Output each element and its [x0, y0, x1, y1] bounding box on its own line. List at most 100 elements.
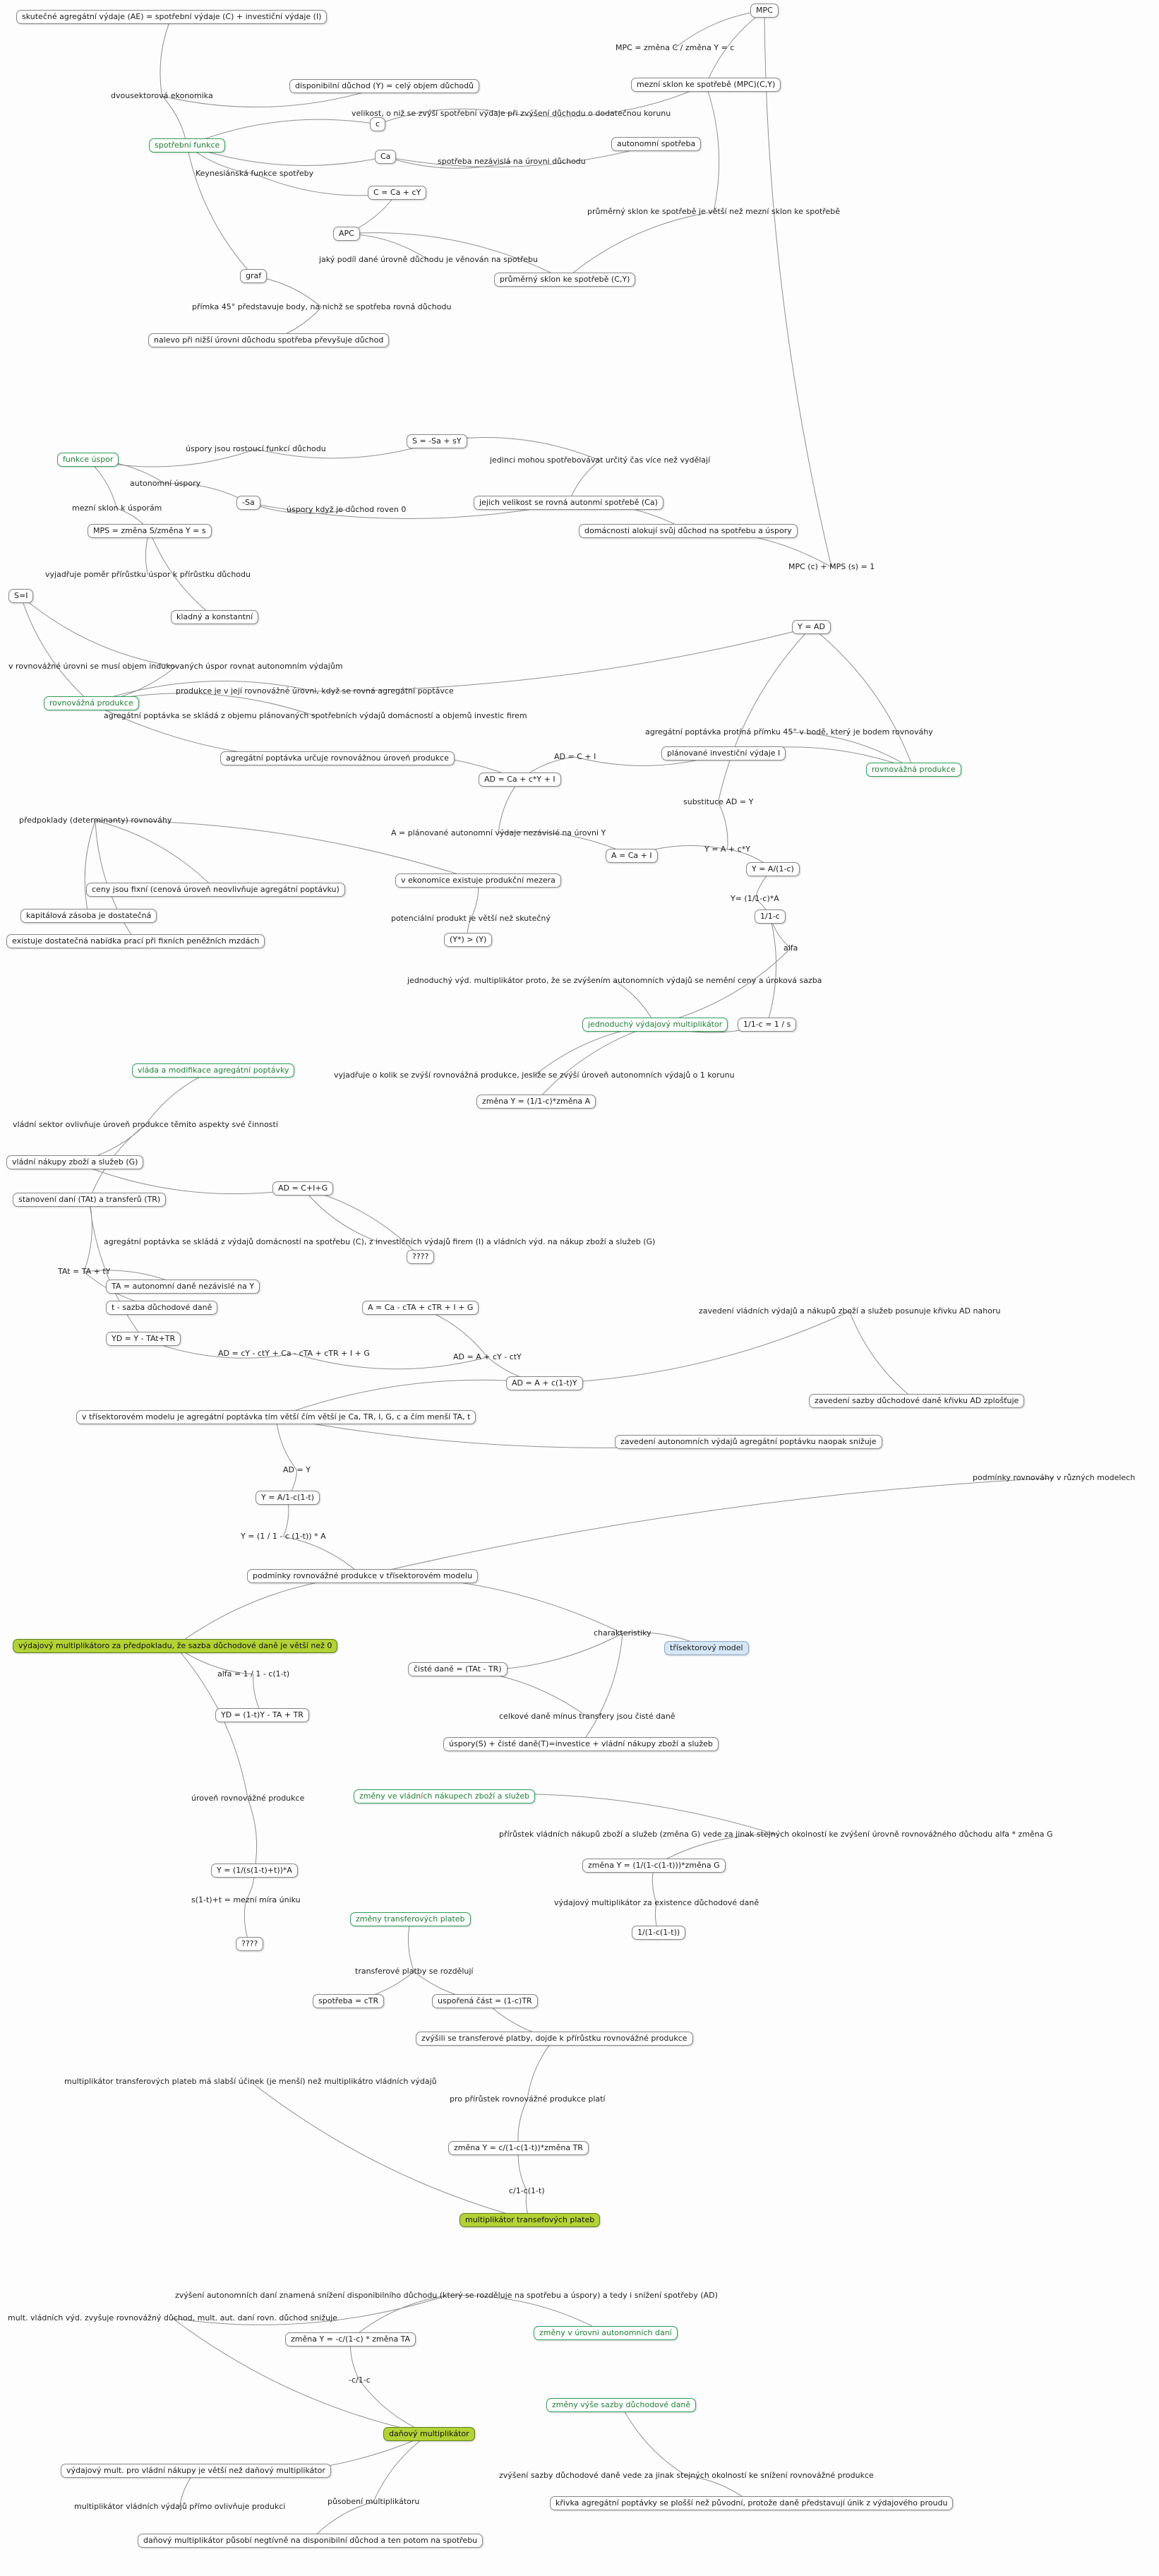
node-aCacTA[interactable]: A = Ca - cTA + cTR + I + G — [362, 1301, 479, 1315]
node-multiplikatorSlabsi[interactable]: multiplikátor transferových plateb má sl… — [64, 2077, 437, 2086]
node-spotrebniFunkce[interactable]: spotřební funkce — [149, 138, 226, 153]
node-rovnovaznaProdukce2[interactable]: rovnovážná produkce — [866, 763, 961, 777]
node-urovenRovnovazne[interactable]: úroveň rovnovážné produkce — [191, 1794, 305, 1803]
node-question1[interactable]: ???? — [407, 1250, 435, 1264]
node-adCI[interactable]: AD = C + I — [554, 752, 596, 761]
node-agregatniSklada3[interactable]: agregátní poptávka se skládá z výdajů do… — [104, 1237, 656, 1246]
node-danovyNegativne[interactable]: daňový multiplikátor působí negtívně na … — [138, 2534, 484, 2548]
node-prirustekVladnich[interactable]: přírůstek vládních nákupů zboží a služeb… — [499, 1830, 1053, 1839]
node-jakyPodil[interactable]: jaký podíl dané úrovně důchodu je věnová… — [319, 255, 538, 264]
node-cenyFixni[interactable]: ceny jsou fixní (cenová úroveň neovlivňu… — [86, 883, 345, 897]
node-sI[interactable]: S=I — [8, 589, 34, 603]
node-c[interactable]: c — [370, 117, 386, 131]
node-vyjadrujeOKolik[interactable]: vyjadřuje o kolik se zvýší rovnovážná pr… — [334, 1071, 735, 1080]
node-y11cA[interactable]: Y= (1/1-c)*A — [731, 894, 779, 903]
node-vTrisektorovem[interactable]: v třísektorovém modelu je agregátní popt… — [76, 1410, 476, 1424]
node-potencialni[interactable]: potenciální produkt je větší než skutečn… — [391, 914, 551, 923]
node-yAcY[interactable]: Y = A + c*Y — [704, 845, 750, 854]
node-transferovePlatby[interactable]: transferové platby se rozdělují — [355, 1967, 474, 1976]
node-zmenyUrovni[interactable]: změny v úrovni autonomních daní — [534, 2326, 678, 2340]
node-jejichVelikost[interactable]: jejich velikost se rovná autonmí spotřeb… — [474, 496, 663, 510]
node-ydYTat[interactable]: YD = Y - TAt+TR — [106, 1332, 181, 1346]
node-kapitalova[interactable]: kapitálová zásoba je dostatečná — [20, 909, 157, 923]
node-mpcFormula[interactable]: MPC = změna C / změna Y = c — [615, 43, 735, 52]
node-onecOneT[interactable]: 1/(1-c(1-t)) — [632, 1926, 686, 1940]
node-y11ct[interactable]: Y = (1 / 1 - c (1-t)) * A — [241, 1532, 326, 1541]
node-yA1ct[interactable]: Y = A/1-c(1-t) — [256, 1491, 320, 1505]
node-ystarY[interactable]: (Y*) > (Y) — [444, 933, 493, 947]
node-produkceJe[interactable]: produkce je v její rovnovážné úrovni, kd… — [176, 686, 454, 696]
node-charakteristiky[interactable]: charakteristiky — [594, 1628, 651, 1638]
node-adCyCty[interactable]: AD = cY - ctY + Ca - cTA + cTR + I + G — [218, 1349, 370, 1358]
node-krivkaPlossi[interactable]: křivka agregátní poptávky se plošší než … — [550, 2496, 954, 2510]
node-graf[interactable]: graf — [240, 269, 268, 283]
node-kladny[interactable]: kladný a konstantní — [171, 610, 259, 624]
node-domacnosti[interactable]: domácnosti alokují svůj důchod na spotře… — [579, 524, 798, 538]
node-alfa[interactable]: alfa — [783, 943, 798, 953]
node-multiplikatorPrimo[interactable]: multiplikátor vládních výdajů přímo ovli… — [74, 2502, 286, 2511]
node-stanoveniDani[interactable]: stanovení daní (TAt) a transferů (TR) — [13, 1193, 167, 1207]
node-pusobeni[interactable]: působení multiplikátoru — [328, 2497, 420, 2506]
node-mezniSklonUsporam[interactable]: mezní sklon k úsporám — [72, 503, 162, 513]
node-s1tt[interactable]: s(1-t)+t = mezní míra úniku — [191, 1895, 301, 1904]
node-onecS[interactable]: 1/1-c = 1 / s — [738, 1018, 797, 1032]
node-yA1c[interactable]: Y = A/(1-c) — [746, 862, 800, 876]
node-zavedeniVladnich[interactable]: zavedení vládních výdajů a nákupů zboží … — [699, 1306, 1001, 1316]
node-mpc[interactable]: MPC — [750, 4, 779, 18]
node-velikost[interactable]: velikost, o niž se zvýší spotřební výdaj… — [352, 109, 671, 118]
node-substituce[interactable]: substituce AD = Y — [683, 797, 754, 806]
node-zmenaY11c[interactable]: změna Y = (1/1-c)*změna A — [476, 1095, 596, 1109]
node-jedinci[interactable]: jedinci mohou spotřebovávat určitý čas v… — [490, 455, 711, 465]
node-prumernyVetsi[interactable]: průměrný sklon ke spotřebě je větší než … — [587, 207, 841, 216]
node-vydajovyMultiplikatorT[interactable]: výdajový multiplikátoro za předpokladu, … — [13, 1639, 338, 1653]
node-yAd[interactable]: Y = AD — [792, 620, 831, 634]
node-vladniSektor[interactable]: vládní sektor ovlivňuje úroveň produkce … — [13, 1120, 278, 1129]
node-adY[interactable]: AD = Y — [283, 1465, 311, 1474]
node-vRovnovazne[interactable]: v rovnovážné úrovni se musí objem induko… — [8, 662, 343, 671]
node-vydajovyExistence[interactable]: výdajový multiplikátor za existence důch… — [554, 1898, 759, 1907]
node-sSaSy[interactable]: S = -Sa + sY — [407, 434, 467, 448]
node-celkoveDane[interactable]: celkové daně mínus transfery jsou čisté … — [499, 1712, 675, 1721]
node-produktniMezera[interactable]: v ekonomice existuje produkční mezera — [395, 873, 561, 888]
node-spotrebaCtr[interactable]: spotřeba = cTR — [313, 1994, 385, 2008]
node-zmenyVladnich[interactable]: změny ve vládních nákupech zboží a služe… — [354, 1789, 536, 1803]
node-zvysiliSe[interactable]: zvýšili se transferové platby, dojde k p… — [416, 2032, 693, 2046]
node-autonomniSpotreba[interactable]: autonomní spotřeba — [611, 137, 702, 151]
node-usporenaCast[interactable]: uspořená část = (1-c)TR — [432, 1994, 538, 2008]
node-zmenaYc1c[interactable]: změna Y = -c/(1-c) * změna TA — [285, 2332, 416, 2347]
node-usporyKdyz[interactable]: úspory když je důchod roven 0 — [287, 505, 407, 514]
node-usporyRostouci[interactable]: úspory jsou rostoucí funkcí důchodu — [186, 444, 326, 453]
node-disponibilni[interactable]: disponibilní důchod (Y) = celý objem důc… — [289, 79, 480, 93]
node-dvousektorova[interactable]: dvousektorová ekonomika — [111, 91, 213, 100]
node-aPlanovane[interactable]: A = plánované autonomní výdaje nezávislé… — [391, 828, 606, 837]
node-multiplikatorTransefovych[interactable]: multiplikátor transefových plateb — [460, 2213, 601, 2227]
node-cCaCy[interactable]: C = Ca + cY — [368, 186, 427, 200]
node-multVladnich[interactable]: mult. vládních výd. zvyšuje rovnovážný d… — [8, 2313, 337, 2322]
node-tatTaTy[interactable]: TAt = TA + tY — [58, 1267, 111, 1276]
node-agregatniUrcuje[interactable]: agregátní poptávka určuje rovnovážnou úr… — [220, 751, 455, 765]
node-mezniSklon[interactable]: mezní sklon ke spotřebě (MPC)(C,Y) — [631, 78, 781, 92]
node-usporyCiste[interactable]: úspory(S) + čisté daně(T)=investice + vl… — [443, 1737, 719, 1751]
node-zmenaYc1c1t[interactable]: změna Y = c/(1-c(1-t))*změna TR — [448, 2141, 589, 2155]
node-cisteDane[interactable]: čisté daně = (TAt - TR) — [408, 1662, 508, 1676]
node-y11s1t[interactable]: Y = (1/(s(1-t)+t))*A — [211, 1864, 298, 1878]
node-ca[interactable]: Ca — [375, 150, 397, 164]
node-nalevo[interactable]: nalevo při nižší úrovni důchodu spotřeba… — [148, 333, 390, 347]
node-podminkyTri[interactable]: podmínky rovnovážné produkce v třísektor… — [247, 1569, 479, 1583]
node-proPrirustek[interactable]: pro přírůstek rovnovážné produkce platí — [450, 2094, 606, 2104]
node-question2[interactable]: ???? — [236, 1937, 264, 1951]
node-spotrebaNezavisla[interactable]: spotřeba nezávislá na úrovni důchodu — [438, 157, 586, 166]
node-vladniNakupy[interactable]: vládní nákupy zboží a služeb (G) — [6, 1155, 144, 1169]
node-zavedeniSazby[interactable]: zavedení sazby důchodové daně křivku AD … — [809, 1394, 1025, 1408]
node-prumernySklon[interactable]: průměrný sklon ke spotřebě (C,Y) — [494, 273, 636, 287]
node-aCaI[interactable]: A = Ca + I — [606, 849, 658, 863]
node-taAutonomni[interactable]: TA = autonomní daně nezávislé na Y — [106, 1280, 260, 1294]
node-adAcYctY[interactable]: AD = A + cY - ctY — [453, 1352, 522, 1361]
node-minusSa[interactable]: -Sa — [236, 496, 260, 510]
node-apc[interactable]: APC — [333, 227, 360, 241]
node-zmenaY1c1t[interactable]: změna Y = (1/(1-c(1-t)))*změna G — [582, 1859, 726, 1873]
node-podminkyRuznych[interactable]: podmínky rovnováhy v různých modelech — [973, 1473, 1136, 1482]
node-vlada[interactable]: vláda a modifikace agregátní poptávky — [132, 1063, 295, 1078]
node-primka45[interactable]: přímka 45° představuje body, na nichž se… — [192, 302, 452, 311]
node-zmenyTransferovych[interactable]: změny transferových plateb — [350, 1912, 471, 1926]
